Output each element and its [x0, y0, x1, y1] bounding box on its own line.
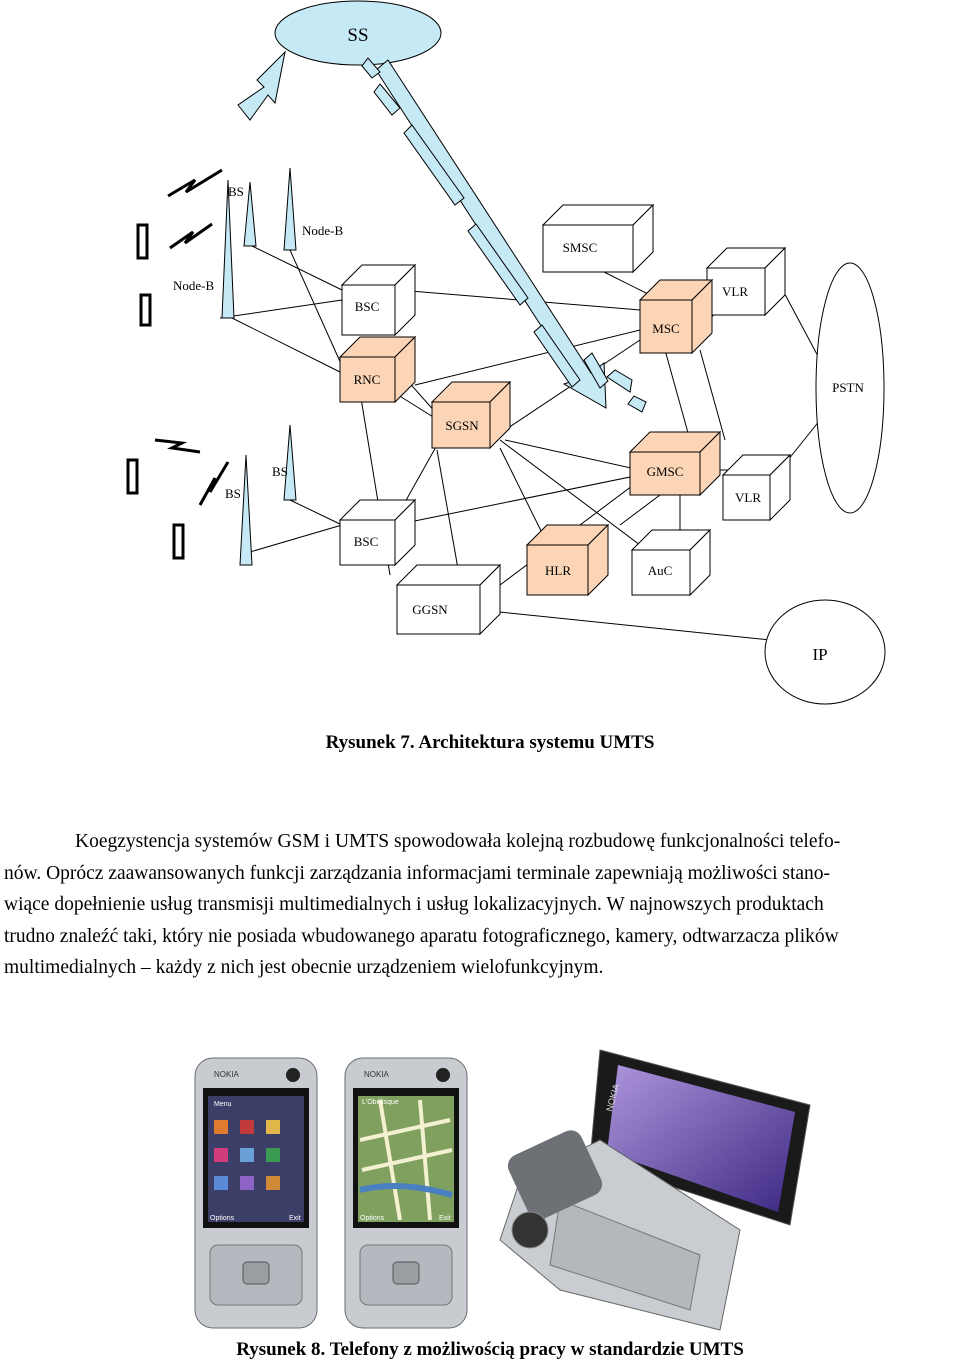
- bs-bottom-b-label: BS: [272, 464, 288, 479]
- svg-text:HLR: HLR: [545, 563, 571, 578]
- phone-2-softkey-right: Exit: [439, 1215, 451, 1222]
- bs-top-label: BS: [228, 184, 244, 199]
- nodeb-left-label: Node-B: [173, 278, 214, 293]
- phone-1-softkey-right: Exit: [289, 1215, 301, 1222]
- paragraph-line-4: trudno znaleźć taki, który nie posiada w…: [4, 925, 839, 947]
- phone-2: L'Obélisque Options Exit NOKIA: [344, 1057, 468, 1329]
- phone-1-brand: NOKIA: [214, 1070, 240, 1079]
- ss-label: SS: [347, 25, 368, 46]
- ip-node: IP: [764, 599, 886, 705]
- vlr-top-box: VLR: [705, 246, 787, 317]
- phone-1-softkey-left: Options: [210, 1215, 235, 1222]
- svg-text:BSC: BSC: [354, 534, 379, 549]
- vlr-bottom-box: VLR: [721, 453, 792, 522]
- svg-text:BSC: BSC: [355, 299, 380, 314]
- svg-text:VLR: VLR: [722, 284, 748, 299]
- svg-text:PSTN: PSTN: [832, 380, 864, 395]
- body-paragraph: Koegzystencja systemów GSM i UMTS spowod…: [4, 826, 960, 984]
- svg-text:VLR: VLR: [735, 490, 761, 505]
- phone-1: Menu Options Exit NOKIA: [194, 1057, 318, 1329]
- svg-text:SMSC: SMSC: [563, 240, 598, 255]
- ss-arrow-left: [237, 50, 286, 121]
- rnc-box: RNC: [338, 335, 417, 404]
- phone-1-header: Menu: [214, 1101, 232, 1108]
- bsc-top-box: BSC: [340, 263, 417, 337]
- antenna-group-top: BS Node-B Node-B: [136, 167, 343, 327]
- paragraph-line-3: wiące dopełnienie usług transmisji multi…: [4, 894, 824, 915]
- svg-text:IP: IP: [812, 645, 827, 664]
- ss-node: SS: [274, 0, 442, 66]
- antenna-group-bottom: BS BS: [126, 424, 297, 566]
- msc-box: MSC: [638, 278, 714, 355]
- pstn-node: PSTN: [815, 262, 885, 514]
- gmsc-box: GMSC: [628, 430, 722, 497]
- hlr-box: HLR: [525, 523, 610, 597]
- ss-dashed-arrow: [361, 57, 647, 413]
- paragraph-line-2: nów. Oprócz zaawansowanych funkcji zarzą…: [4, 862, 831, 884]
- ggsn-box: GGSN: [395, 563, 502, 636]
- svg-text:RNC: RNC: [354, 372, 381, 387]
- phones-photo: Menu Options Exit NOKIA L'Obélisque Opti…: [194, 1049, 811, 1331]
- paragraph-line-1: Koegzystencja systemów GSM i UMTS spowod…: [75, 831, 841, 852]
- figure-7-caption: Rysunek 7. Architektura systemu UMTS: [325, 732, 655, 753]
- bs-bottom-a-label: BS: [225, 486, 241, 501]
- phone-3: NOKIA: [499, 1049, 811, 1331]
- auc-box: AuC: [630, 528, 712, 597]
- svg-text:GGSN: GGSN: [412, 602, 448, 617]
- phone-2-brand: NOKIA: [364, 1070, 390, 1079]
- phone-2-softkey-left: Options: [360, 1215, 385, 1222]
- phone-2-header: L'Obélisque: [362, 1099, 399, 1106]
- paragraph-line-5: multimedialnych – każdy z nich jest obec…: [4, 957, 604, 978]
- smsc-box: SMSC: [541, 203, 655, 274]
- figure-8-caption: Rysunek 8. Telefony z możliwością pracy …: [236, 1339, 744, 1360]
- bsc-bottom-box: BSC: [338, 498, 417, 567]
- svg-text:MSC: MSC: [652, 321, 679, 336]
- svg-text:GMSC: GMSC: [647, 464, 684, 479]
- umts-architecture-diagram: .lbl { font-size: 13px; fill: #000; } .l…: [126, 0, 886, 705]
- svg-text:SGSN: SGSN: [445, 418, 479, 433]
- svg-text:AuC: AuC: [648, 563, 673, 578]
- nodeb-top-label: Node-B: [302, 223, 343, 238]
- sgsn-box: SGSN: [430, 380, 512, 450]
